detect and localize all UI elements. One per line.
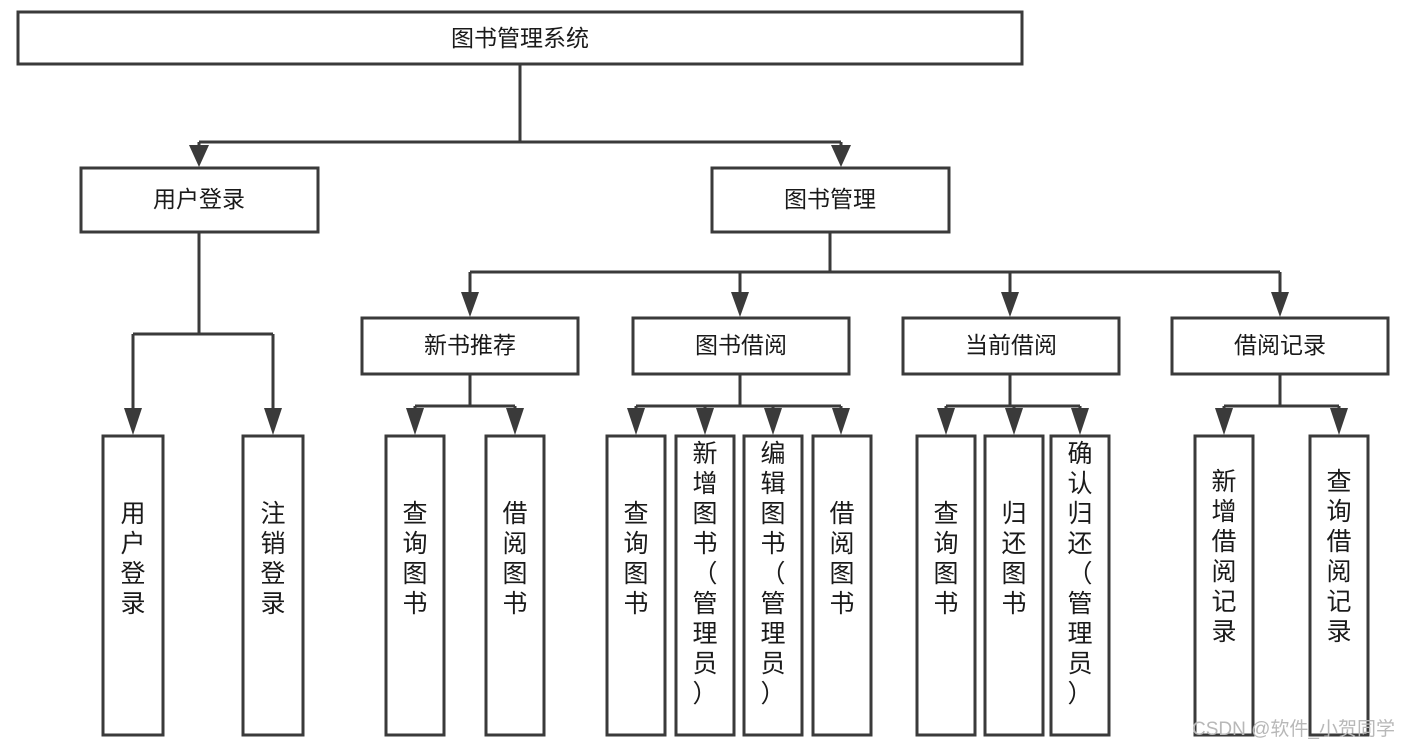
arrow-head-leaf-add-record — [1215, 408, 1233, 435]
node-root-label: 图书管理系统 — [451, 25, 589, 51]
arrow-head-leaf-add-book — [696, 408, 714, 435]
node-book-borrow-label: 图书借阅 — [695, 332, 787, 358]
node-leaf-return-book-box[interactable] — [983, 434, 1045, 737]
node-book-borrow-box[interactable] — [631, 316, 851, 376]
arrow-head-leaf-query-book-1 — [406, 408, 424, 435]
node-leaf-return-book-label: 归还图书 — [1001, 500, 1026, 618]
node-borrow-record[interactable]: 借阅记录 — [1170, 316, 1390, 376]
node-book-management-label: 图书管理 — [784, 186, 876, 212]
node-leaf-add-record[interactable]: 新增借阅记录 — [1193, 434, 1255, 737]
node-leaf-confirm-return-box[interactable] — [1049, 434, 1111, 737]
arrow-head-borrow-record — [1271, 292, 1289, 317]
node-leaf-borrow-book-1-box[interactable] — [484, 434, 546, 737]
node-leaf-borrow-book-2-box[interactable] — [811, 434, 873, 737]
arrow-head-book-management — [831, 145, 851, 167]
node-book-management[interactable]: 图书管理 — [710, 166, 951, 234]
node-book-borrow[interactable]: 图书借阅 — [631, 316, 851, 376]
arrow-head-leaf-borrow-book-2 — [832, 408, 850, 435]
node-leaf-add-record-box[interactable] — [1193, 434, 1255, 737]
csdn-watermark: CSDN @软件_小贺同学 — [1192, 718, 1395, 740]
node-leaf-return-book[interactable]: 归还图书 — [983, 434, 1045, 737]
node-leaf-query-book-3-label: 查询图书 — [933, 500, 958, 618]
node-current-borrow-label: 当前借阅 — [965, 332, 1057, 358]
arrow-head-leaf-query-book-3 — [937, 408, 955, 435]
node-leaf-query-record[interactable]: 查询借阅记录 — [1308, 434, 1370, 737]
node-leaf-query-book-3[interactable]: 查询图书 — [915, 434, 977, 737]
node-leaf-borrow-book-2[interactable]: 借阅图书 — [811, 434, 873, 737]
node-new-book-recommend-label: 新书推荐 — [424, 332, 516, 358]
connector-layer — [124, 64, 1348, 435]
node-leaf-user-login[interactable]: 用户登录 — [101, 434, 165, 737]
node-leaf-query-book-3-box[interactable] — [915, 434, 977, 737]
node-leaf-add-record-label: 新增借阅记录 — [1211, 468, 1236, 646]
node-leaf-query-book-1-box[interactable] — [384, 434, 446, 737]
node-leaf-add-book-label: 新增图书（管理员） — [692, 440, 717, 708]
arrow-head-leaf-confirm-return — [1071, 408, 1089, 435]
node-leaf-user-logout-box[interactable] — [241, 434, 305, 737]
node-leaf-add-book[interactable]: 新增图书（管理员） — [674, 434, 736, 737]
arrow-head-leaf-query-record — [1330, 408, 1348, 435]
node-new-book-recommend-box[interactable] — [360, 316, 580, 376]
node-leaf-edit-book-box[interactable] — [742, 434, 804, 737]
arrow-head-user-login — [189, 145, 209, 167]
node-leaf-confirm-return[interactable]: 确认归还（管理员） — [1049, 434, 1111, 737]
arrow-head-leaf-query-book-2 — [627, 408, 645, 435]
arrow-head-leaf-borrow-book-1 — [506, 408, 524, 435]
arrow-head-current-borrow — [1001, 292, 1019, 317]
node-user-login-box[interactable] — [79, 166, 320, 234]
arrow-head-leaf-user-login — [124, 408, 142, 435]
node-leaf-edit-book-label: 编辑图书（管理员） — [760, 440, 785, 708]
node-leaf-user-login-box[interactable] — [101, 434, 165, 737]
node-leaf-query-book-2[interactable]: 查询图书 — [605, 434, 667, 737]
node-leaf-edit-book[interactable]: 编辑图书（管理员） — [742, 434, 804, 737]
node-leaf-add-book-box[interactable] — [674, 434, 736, 737]
node-user-login[interactable]: 用户登录 — [79, 166, 320, 234]
node-root-box[interactable] — [16, 10, 1024, 66]
node-leaf-user-logout[interactable]: 注销登录 — [241, 434, 305, 737]
node-leaf-borrow-book-1-label: 借阅图书 — [502, 500, 527, 618]
node-root[interactable]: 图书管理系统 — [16, 10, 1024, 66]
node-book-management-box[interactable] — [710, 166, 951, 234]
node-borrow-record-label: 借阅记录 — [1234, 332, 1326, 358]
node-leaf-query-book-2-label: 查询图书 — [623, 500, 648, 618]
arrow-head-leaf-user-logout — [264, 408, 282, 435]
node-borrow-record-box[interactable] — [1170, 316, 1390, 376]
node-leaf-user-logout-label: 注销登录 — [260, 500, 285, 618]
node-current-borrow-box[interactable] — [901, 316, 1121, 376]
node-current-borrow[interactable]: 当前借阅 — [901, 316, 1121, 376]
node-new-book-recommend[interactable]: 新书推荐 — [360, 316, 580, 376]
arrow-head-book-borrow — [731, 292, 749, 317]
node-leaf-borrow-book-2-label: 借阅图书 — [829, 500, 854, 618]
node-leaf-query-record-box[interactable] — [1308, 434, 1370, 737]
node-user-login-label: 用户登录 — [153, 186, 245, 212]
arrow-head-new-book-recommend — [461, 292, 479, 317]
node-leaf-borrow-book-1[interactable]: 借阅图书 — [484, 434, 546, 737]
node-leaf-query-book-1-label: 查询图书 — [402, 500, 427, 618]
node-leaf-query-book-2-box[interactable] — [605, 434, 667, 737]
arrow-head-leaf-return-book — [1005, 408, 1023, 435]
node-leaf-query-book-1[interactable]: 查询图书 — [384, 434, 446, 737]
node-leaf-query-record-label: 查询借阅记录 — [1326, 468, 1351, 646]
node-leaf-user-login-label: 用户登录 — [120, 500, 145, 618]
node-leaf-confirm-return-label: 确认归还（管理员） — [1067, 440, 1092, 708]
arrow-head-leaf-edit-book — [764, 408, 782, 435]
